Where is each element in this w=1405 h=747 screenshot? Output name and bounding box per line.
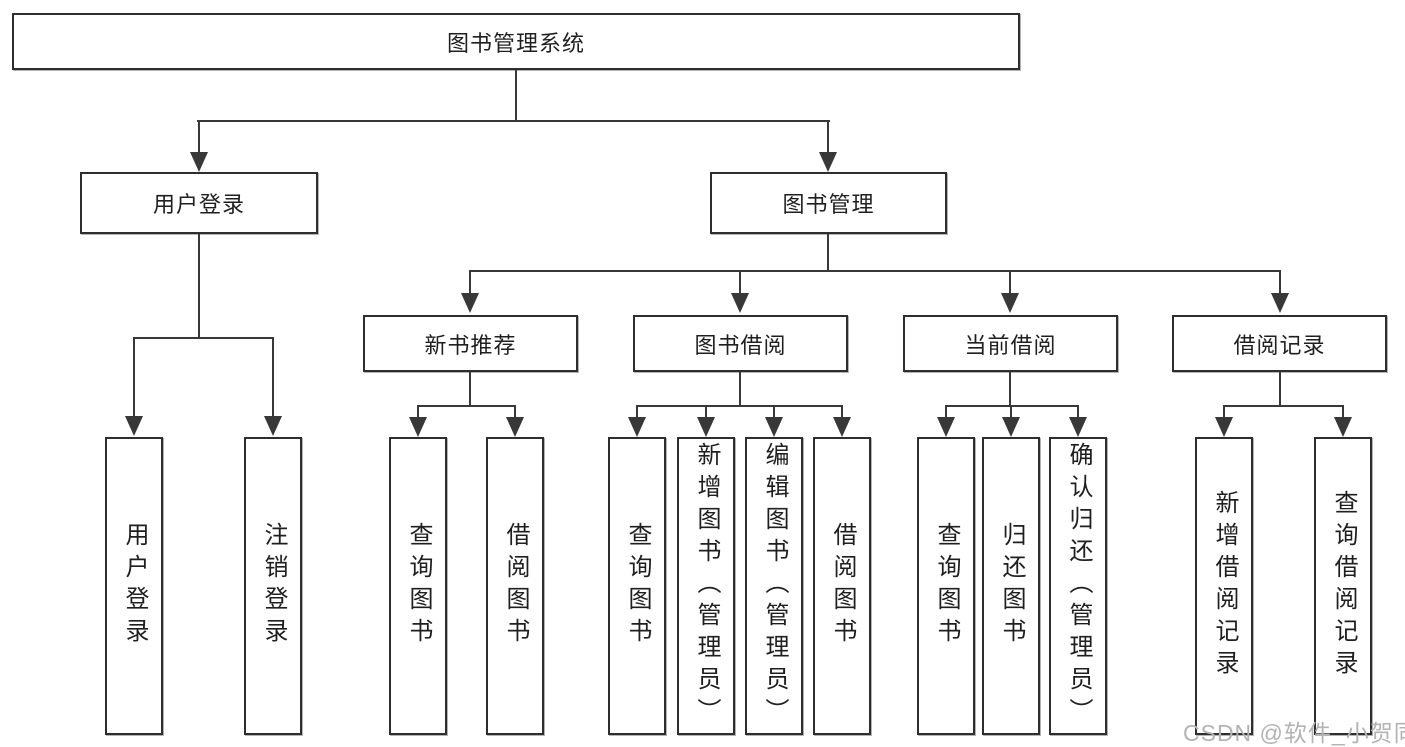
- arrowhead-nb-query: [409, 417, 427, 437]
- node-leaf-query-books-b: 查询图书: [608, 437, 666, 735]
- node-book-borrowing: 图书借阅: [633, 315, 848, 372]
- node-leaf-query-books-a: 查询图书: [389, 437, 447, 735]
- connector-bookmgmt-vline: [827, 234, 829, 271]
- leaf-label: 注销登录: [260, 522, 287, 650]
- arrowhead-leaf-user-login: [125, 416, 143, 436]
- connector-stem-cu-return: [1010, 405, 1012, 420]
- connector-bookmgmt-hline: [469, 270, 1281, 272]
- connector-stem-new-books: [469, 270, 471, 297]
- arrowhead-cu-confirm: [1069, 417, 1087, 437]
- leaf-label: 编辑图书（管理员）: [761, 442, 788, 730]
- node-leaf-confirm-return-admin: 确认归还（管理员）: [1049, 437, 1107, 735]
- connector-borrowing-vline: [739, 372, 741, 406]
- node-user-login: 用户登录: [80, 172, 318, 234]
- connector-stem-br-add: [705, 405, 707, 420]
- connector-stem-records: [1279, 270, 1281, 297]
- connector-records-vline: [1279, 372, 1281, 406]
- connector-stem-borrowing: [739, 270, 741, 297]
- arrowhead-cu-return: [1002, 417, 1020, 437]
- arrowhead-current: [1001, 293, 1019, 313]
- node-borrowing-records: 借阅记录: [1172, 315, 1387, 372]
- connector-userlogin-hline: [133, 337, 274, 339]
- connector-newbooks-vline: [469, 372, 471, 406]
- connector-records-hline: [1223, 405, 1344, 407]
- leaf-label: 查询图书: [933, 522, 960, 650]
- leaf-label: 归还图书: [998, 522, 1025, 650]
- connector-stem-book-mgmt: [827, 120, 829, 156]
- leaf-label: 新增借阅记录: [1211, 490, 1238, 682]
- arrowhead-book-mgmt: [819, 152, 837, 172]
- arrowhead-nb-borrow: [506, 417, 524, 437]
- connector-current-vline: [1009, 372, 1011, 406]
- arrowhead-leaf-logout: [264, 416, 282, 436]
- connector-stem-leaf-user-login: [133, 337, 135, 418]
- connector-stem-cu-query: [945, 405, 947, 420]
- node-book-management: 图书管理: [710, 172, 947, 234]
- arrowhead-records: [1271, 293, 1289, 313]
- leaf-label: 新增图书（管理员）: [693, 442, 720, 730]
- connector-stem-cu-confirm: [1077, 405, 1079, 420]
- node-leaf-edit-books-admin: 编辑图书（管理员）: [745, 437, 803, 735]
- connector-stem-nb-query: [417, 405, 419, 420]
- connector-borrowing-hline: [636, 405, 843, 407]
- connector-root-vline: [515, 70, 517, 121]
- arrowhead-br-query: [628, 417, 646, 437]
- connector-root-hline: [197, 120, 830, 122]
- node-new-book-recommend: 新书推荐: [363, 315, 578, 372]
- arrowhead-br-borrow: [833, 417, 851, 437]
- arrowhead-br-edit: [765, 417, 783, 437]
- node-leaf-borrow-books-b: 借阅图书: [813, 437, 871, 735]
- connector-stem-br-borrow: [841, 405, 843, 420]
- leaf-label: 查询图书: [405, 522, 432, 650]
- arrowhead-new-books: [461, 293, 479, 313]
- connector-stem-current: [1009, 270, 1011, 297]
- connector-stem-leaf-logout: [272, 337, 274, 418]
- node-leaf-user-login: 用户登录: [105, 437, 163, 735]
- connector-stem-nb-borrow: [514, 405, 516, 420]
- leaf-label: 借阅图书: [829, 522, 856, 650]
- leaf-label: 确认归还（管理员）: [1065, 442, 1092, 730]
- node-root: 图书管理系统: [12, 13, 1020, 70]
- node-leaf-return-books: 归还图书: [982, 437, 1040, 735]
- arrowhead-re-query: [1334, 417, 1352, 437]
- leaf-label: 查询图书: [624, 522, 651, 650]
- node-leaf-logout: 注销登录: [244, 437, 302, 735]
- arrowhead-user-login: [190, 152, 208, 172]
- arrowhead-re-add: [1215, 417, 1233, 437]
- leaf-label: 用户登录: [121, 522, 148, 650]
- connector-userlogin-vline: [198, 234, 200, 338]
- leaf-label: 借阅图书: [502, 522, 529, 650]
- arrowhead-br-add: [697, 417, 715, 437]
- connector-stem-re-add: [1223, 405, 1225, 420]
- arrowhead-cu-query: [937, 417, 955, 437]
- connector-stem-re-query: [1342, 405, 1344, 420]
- node-leaf-add-books-admin: 新增图书（管理员）: [677, 437, 735, 735]
- arrowhead-borrowing: [731, 293, 749, 313]
- csdn-watermark: CSDN @软件_小贺同学: [1183, 720, 1405, 746]
- node-leaf-add-borrow-record: 新增借阅记录: [1195, 437, 1253, 735]
- connector-stem-br-query: [636, 405, 638, 420]
- connector-stem-user-login: [198, 120, 200, 156]
- connector-newbooks-hline: [417, 405, 516, 407]
- node-leaf-query-borrow-record: 查询借阅记录: [1314, 437, 1372, 735]
- node-leaf-query-books-c: 查询图书: [917, 437, 975, 735]
- node-current-borrowing: 当前借阅: [903, 315, 1118, 372]
- leaf-label: 查询借阅记录: [1330, 490, 1357, 682]
- connector-current-hline: [945, 405, 1079, 407]
- node-leaf-borrow-books-a: 借阅图书: [486, 437, 544, 735]
- connector-stem-br-edit: [773, 405, 775, 420]
